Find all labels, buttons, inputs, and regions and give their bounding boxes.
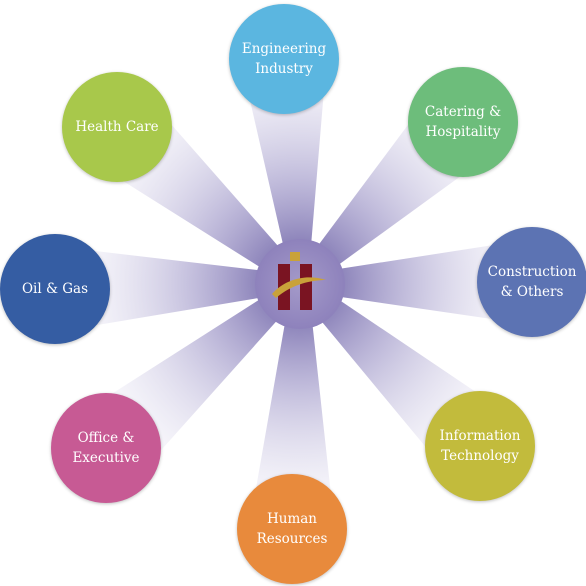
spoke-ray-engineering (241, 55, 327, 284)
node-label: Catering & Hospitality (424, 104, 502, 140)
node-construction-others: Construction & Others (477, 227, 586, 337)
node-label: Human Resources (256, 511, 328, 547)
node-label: Engineering Industry (241, 41, 327, 77)
node-label: Oil & Gas (21, 281, 89, 297)
node-label: Health Care (75, 119, 159, 135)
node-engineering-industry: Engineering Industry (229, 4, 339, 114)
node-label: Office & Executive (72, 430, 140, 466)
node-information-technology: Information Technology (425, 391, 535, 501)
node-label: Construction & Others (487, 264, 577, 300)
spoke-ray-construction (299, 239, 533, 325)
spoke-ray-oil (53, 246, 301, 332)
node-oil-gas: Oil & Gas (0, 234, 110, 344)
node-catering-hospitality: Catering & Hospitality (408, 67, 518, 177)
stylized-h-logo-icon (272, 252, 326, 310)
node-label: Information Technology (439, 428, 521, 464)
node-human-resources: Human Resources (237, 474, 347, 584)
spoke-ray-human (249, 282, 335, 531)
node-office-executive: Office & Executive (51, 393, 161, 503)
node-health-care: Health Care (62, 72, 172, 182)
